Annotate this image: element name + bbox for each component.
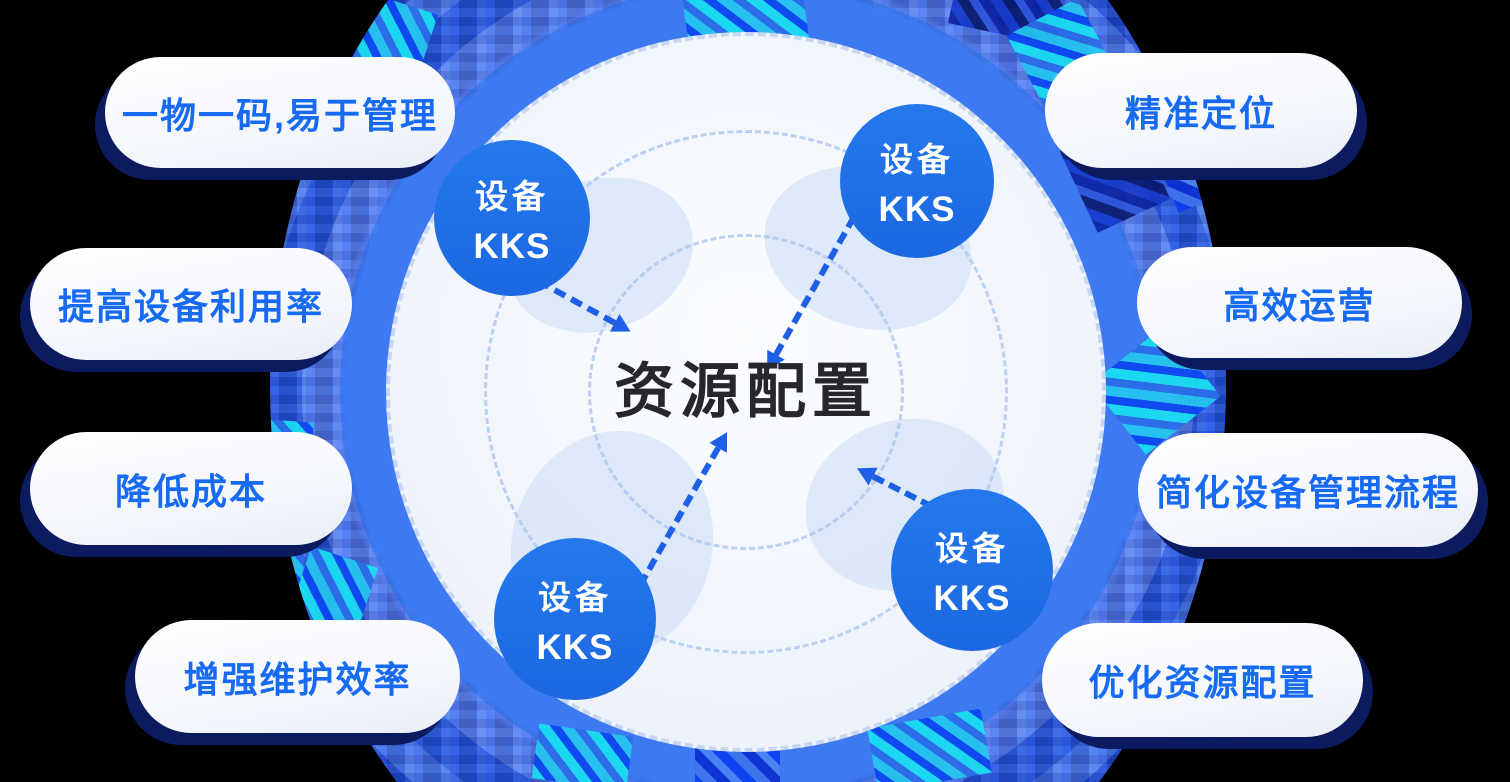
mosaic-streak [695, 748, 780, 782]
kks-node-label-en: KKS [536, 627, 614, 667]
kks-node-label-en: KKS [933, 578, 1011, 618]
benefit-pill-precise-positioning: 精准定位 [1045, 53, 1357, 168]
kks-node-bottom-left: 设备 KKS [494, 538, 656, 700]
kks-node-bottom-right: 设备 KKS [891, 489, 1053, 651]
benefit-pill-optimize-resources: 优化资源配置 [1042, 623, 1363, 737]
kks-node-label-en: KKS [878, 189, 956, 229]
dashed-ring-inner [588, 234, 904, 550]
benefit-pill-enhance-maintenance: 增强维护效率 [135, 620, 460, 733]
benefit-pill-reduce-cost: 降低成本 [30, 432, 352, 545]
kks-node-top-left: 设备 KKS [434, 140, 590, 296]
kks-node-label-cn: 设备 [935, 529, 1009, 567]
kks-node-label-cn: 设备 [880, 140, 954, 178]
kks-node-label-cn: 设备 [475, 177, 549, 215]
center-title: 资源配置 [614, 358, 878, 425]
benefit-pill-efficient-operation: 高效运营 [1137, 247, 1462, 358]
benefit-pill-one-code-management: 一物一码,易于管理 [105, 57, 455, 168]
kks-node-label-cn: 设备 [538, 578, 612, 616]
kks-node-top-right: 设备 KKS [840, 104, 994, 258]
benefit-pill-simplify-process: 简化设备管理流程 [1138, 433, 1478, 547]
dashed-ring-middle [484, 130, 1008, 654]
kks-node-label-en: KKS [473, 226, 551, 266]
benefit-pill-improve-utilization: 提高设备利用率 [30, 248, 352, 360]
